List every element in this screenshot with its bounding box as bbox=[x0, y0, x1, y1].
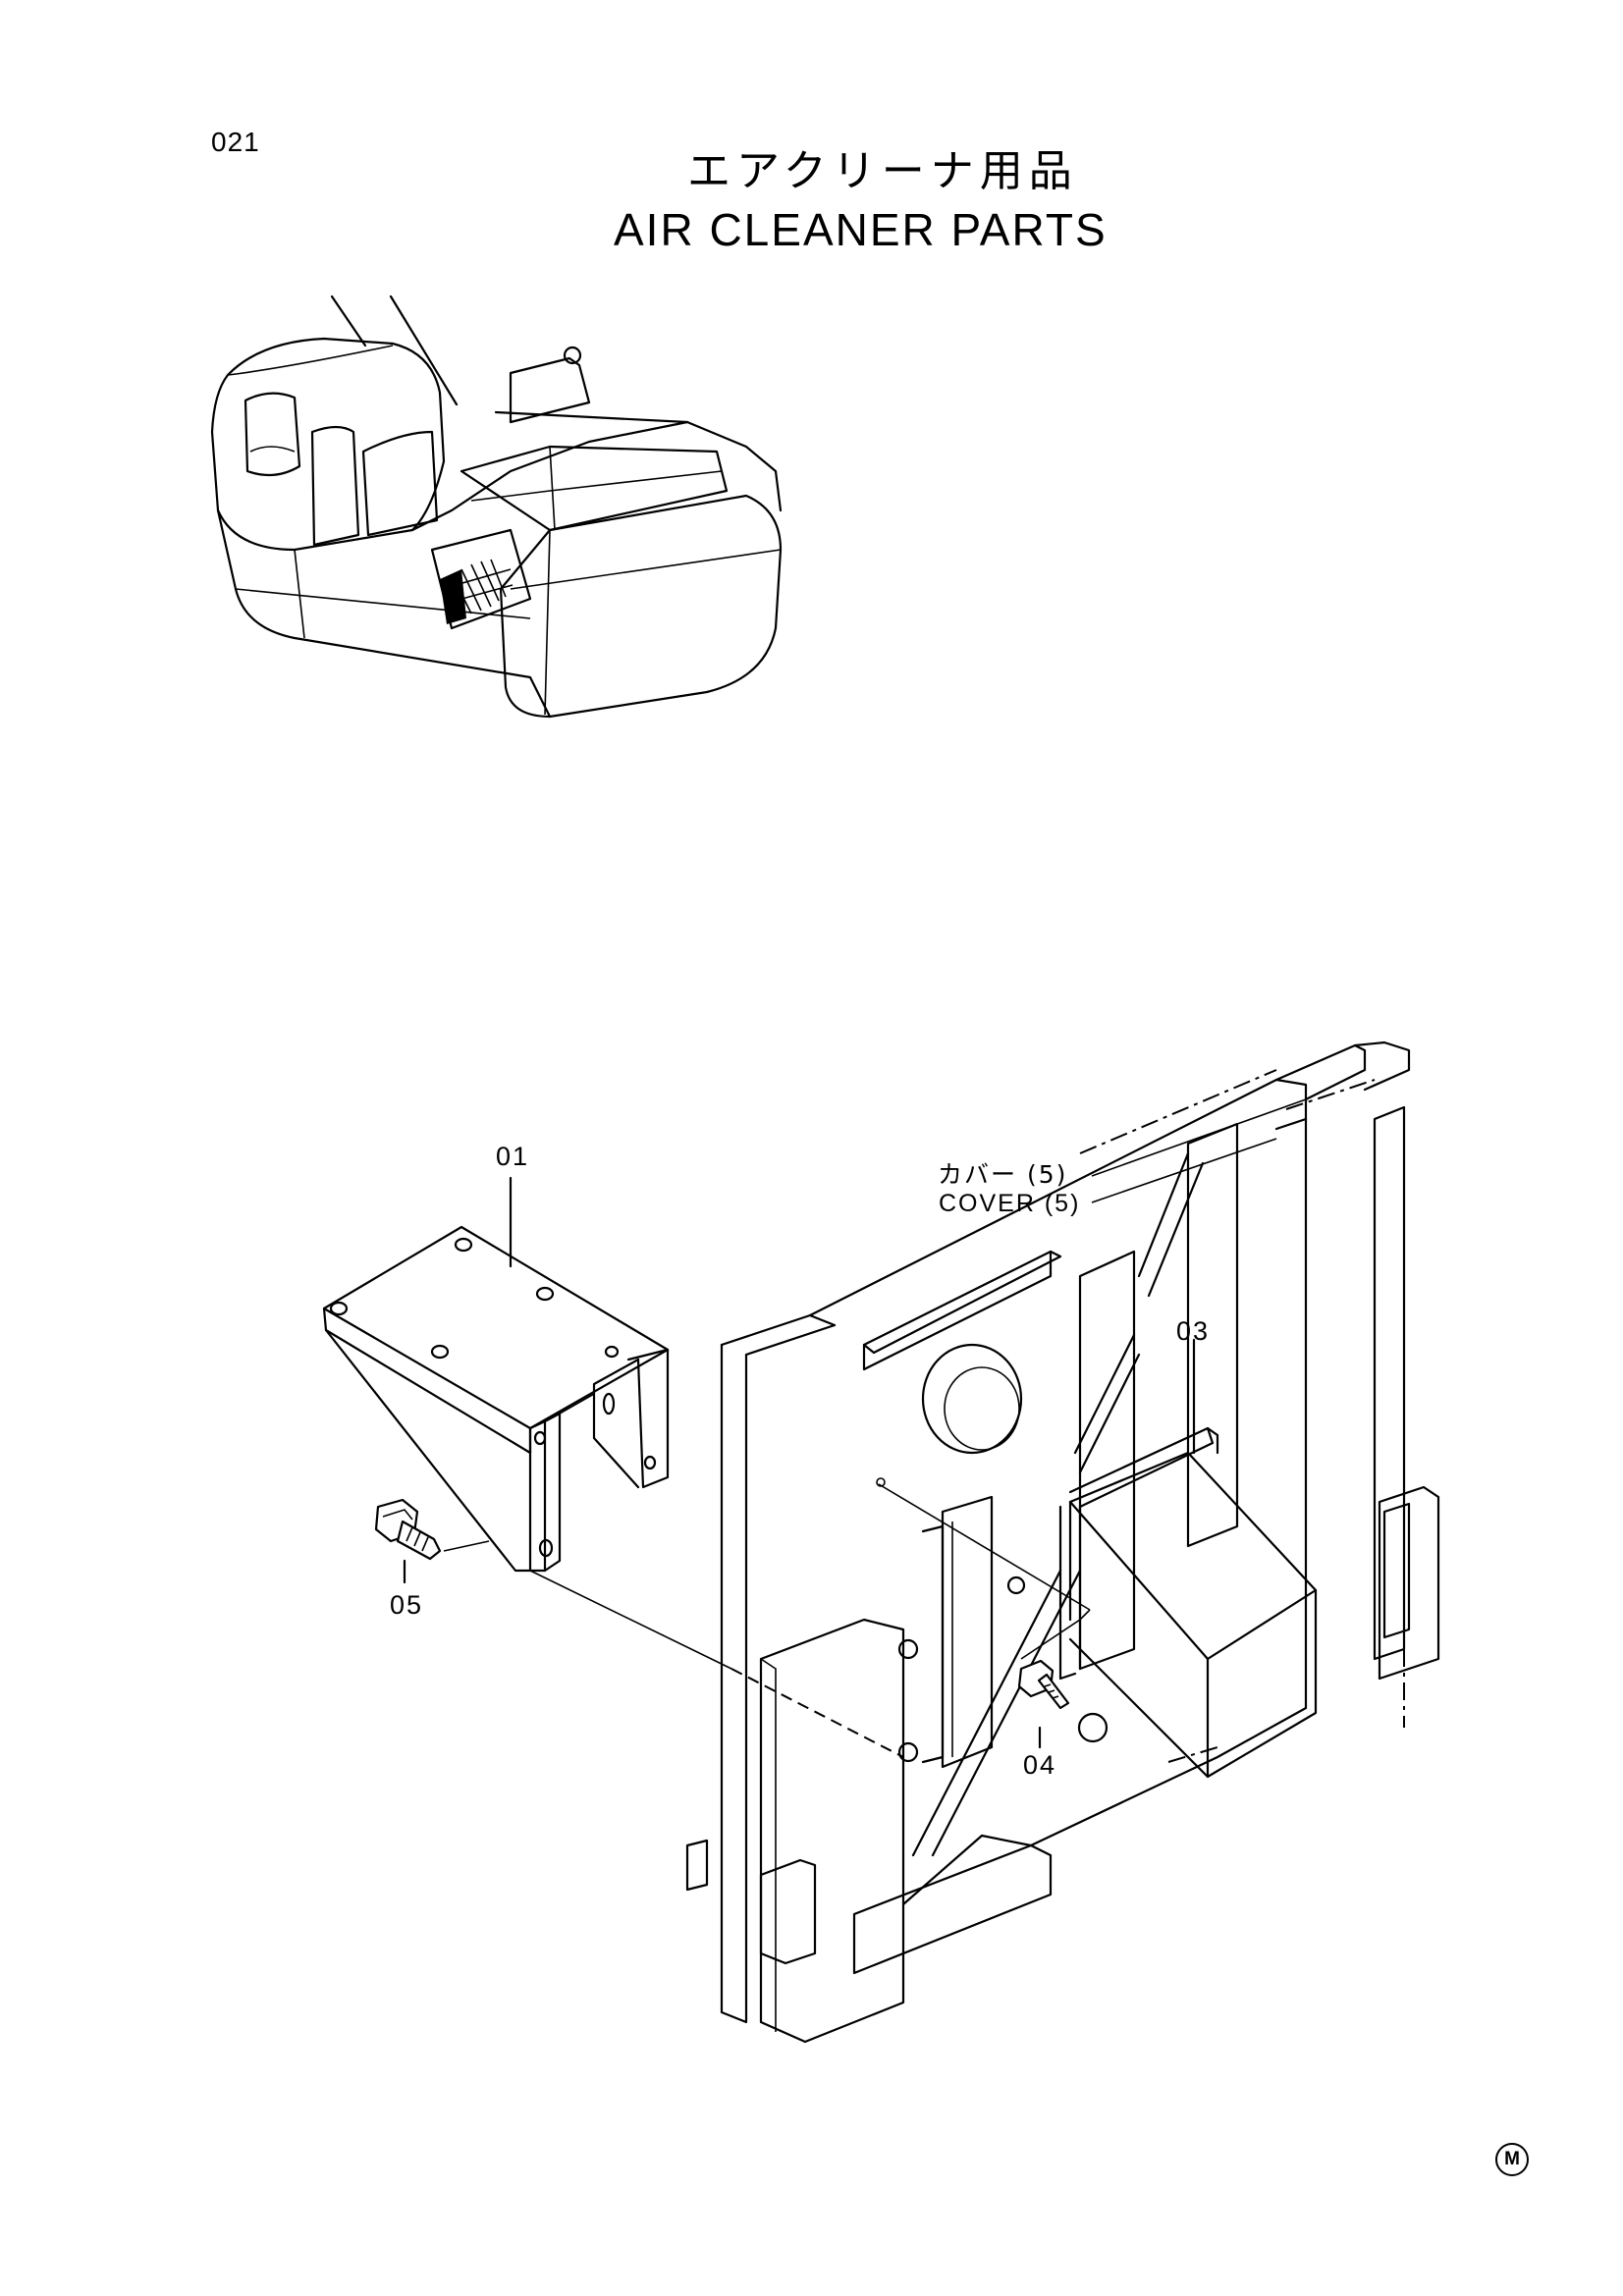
callout-part-05: 05 bbox=[390, 1590, 424, 1620]
page-title-japanese: エアクリーナ用品 bbox=[687, 146, 1078, 196]
corner-m-mark: M bbox=[1495, 2143, 1529, 2176]
callout-part-03: 03 bbox=[1176, 1316, 1211, 1346]
leader-lines bbox=[403, 1098, 1307, 1758]
frame-panel-assembly bbox=[685, 1041, 1440, 2044]
callout-cover-japanese: カバー (5) bbox=[938, 1160, 1068, 1189]
callout-cover-english: COVER (5) bbox=[939, 1190, 1081, 1217]
page-title-english: AIR CLEANER PARTS bbox=[614, 204, 1108, 255]
callout-part-01: 01 bbox=[496, 1142, 530, 1171]
part-03-cover bbox=[1058, 1426, 1318, 1779]
page-number: 021 bbox=[211, 127, 260, 157]
part-04-bolt bbox=[1017, 1659, 1070, 1710]
excavator-overview-illustration bbox=[210, 294, 783, 719]
part-05-bolt bbox=[374, 1498, 442, 1561]
part-01-bracket bbox=[322, 1225, 670, 1573]
callout-part-04: 04 bbox=[1023, 1750, 1057, 1780]
